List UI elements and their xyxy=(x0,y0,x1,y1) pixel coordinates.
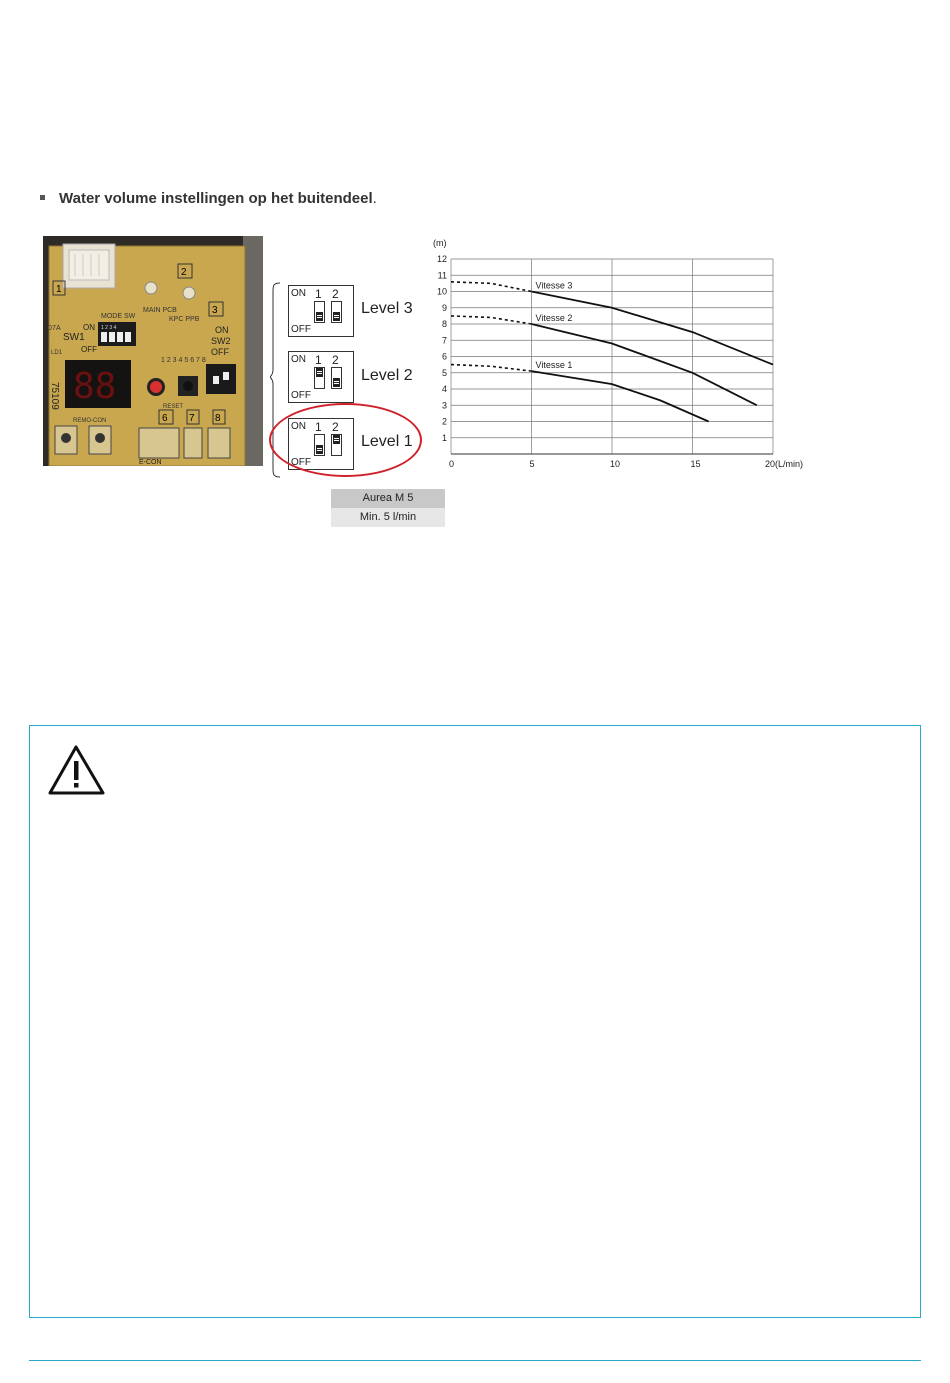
level-3-label: Level 3 xyxy=(361,300,413,317)
pcb-mode-label: MODE SW xyxy=(101,313,136,320)
y-tick-label: 6 xyxy=(442,352,447,362)
y-tick-label: 9 xyxy=(442,303,447,313)
pcb-d7a-label: D7A xyxy=(47,325,61,332)
dip-switch-2 xyxy=(331,301,342,323)
y-tick-label: 2 xyxy=(442,417,447,427)
series-line xyxy=(531,323,758,407)
dip-switch-2 xyxy=(331,367,342,389)
y-tick-label: 1 xyxy=(442,433,447,443)
dip-switch-1 xyxy=(314,367,325,389)
pcb-row-nums: 1 2 3 4 5 6 7 8 xyxy=(161,357,206,364)
pcb-label-1: 1 xyxy=(56,284,62,295)
dip-panel-level-2: ON 1 2 OFF xyxy=(288,351,354,403)
model-box: Aurea M 5 Min. 5 l/min xyxy=(331,489,445,527)
dip-panel-level-3: ON 1 2 OFF xyxy=(288,285,354,337)
series-label: Vitesse 3 xyxy=(536,281,573,291)
warning-triangle-icon xyxy=(48,745,105,795)
model-min-flow: Min. 5 l/min xyxy=(331,508,445,527)
pcb-label-2: 2 xyxy=(181,267,187,278)
y-tick-label: 5 xyxy=(442,368,447,378)
series-dashed-line xyxy=(450,281,532,293)
pcb-reset-label: RESET xyxy=(163,404,183,410)
y-tick-label: 7 xyxy=(442,335,447,345)
y-tick-label: 3 xyxy=(442,400,447,410)
series-line xyxy=(531,370,709,423)
pcb-main-label: MAIN PCB xyxy=(143,307,177,314)
series-line xyxy=(531,290,774,366)
x-tick-label: 20(L/min) xyxy=(765,459,803,469)
pcb-econ-label: E-CON xyxy=(139,459,162,466)
model-name: Aurea M 5 xyxy=(331,489,445,508)
pcb-on-label: ON xyxy=(83,323,95,332)
y-tick-label: 4 xyxy=(442,384,447,394)
level-1-highlight-ellipse xyxy=(269,403,422,477)
svg-text:7: 7 xyxy=(189,413,195,424)
series-dashed-line xyxy=(450,315,532,325)
pcb-kpc-label: KPC PPB xyxy=(169,316,200,323)
level-bracket xyxy=(270,282,281,478)
warning-box xyxy=(29,725,921,1318)
pcb-sw2-label: SW2 xyxy=(211,336,231,346)
svg-text:ON: ON xyxy=(215,325,229,335)
seven-seg-display xyxy=(65,360,131,408)
y-tick-label: 12 xyxy=(437,254,447,264)
series-dashed-line xyxy=(450,363,532,372)
x-tick-label: 15 xyxy=(691,459,701,469)
series-label: Vitesse 2 xyxy=(536,313,573,323)
footer-rule xyxy=(29,1360,921,1361)
series-label: Vitesse 1 xyxy=(536,360,573,370)
y-axis-label: (m) xyxy=(433,238,447,248)
svg-text:1 2 3 4: 1 2 3 4 xyxy=(101,325,117,331)
y-tick-label: 10 xyxy=(437,287,447,297)
sw2-dip-switch xyxy=(206,364,236,394)
pcb-sw1-label: SW1 xyxy=(63,332,85,343)
pcb-ld1-label: LD1 xyxy=(51,350,63,356)
dip-switch-1 xyxy=(314,301,325,323)
svg-text:6: 6 xyxy=(162,413,168,424)
svg-text:8: 8 xyxy=(215,413,221,424)
pcb-serial: 75109 xyxy=(49,382,60,410)
heading-text: Water volume instellingen op het buitend… xyxy=(59,190,373,207)
red-push-button xyxy=(150,381,162,393)
svg-text:OFF: OFF xyxy=(211,347,229,357)
pcb-off-label: OFF xyxy=(81,345,97,354)
y-tick-label: 8 xyxy=(442,319,447,329)
bullet-heading: Water volume instellingen op het buitend… xyxy=(40,190,377,207)
level-2-label: Level 2 xyxy=(361,367,413,384)
pcb-photo: 1 2 3 MAIN PCB KPC PPB MODE SW D7A SW1 O… xyxy=(43,236,263,466)
x-tick-label: 0 xyxy=(449,459,454,469)
x-tick-label: 5 xyxy=(530,459,535,469)
x-tick-label: 10 xyxy=(610,459,620,469)
bullet-icon xyxy=(40,194,45,200)
pcb-remo-label: REMO-CON xyxy=(73,418,106,424)
svg-text:88: 88 xyxy=(73,366,116,407)
pcb-label-3: 3 xyxy=(212,305,218,316)
y-tick-label: 11 xyxy=(438,270,447,280)
